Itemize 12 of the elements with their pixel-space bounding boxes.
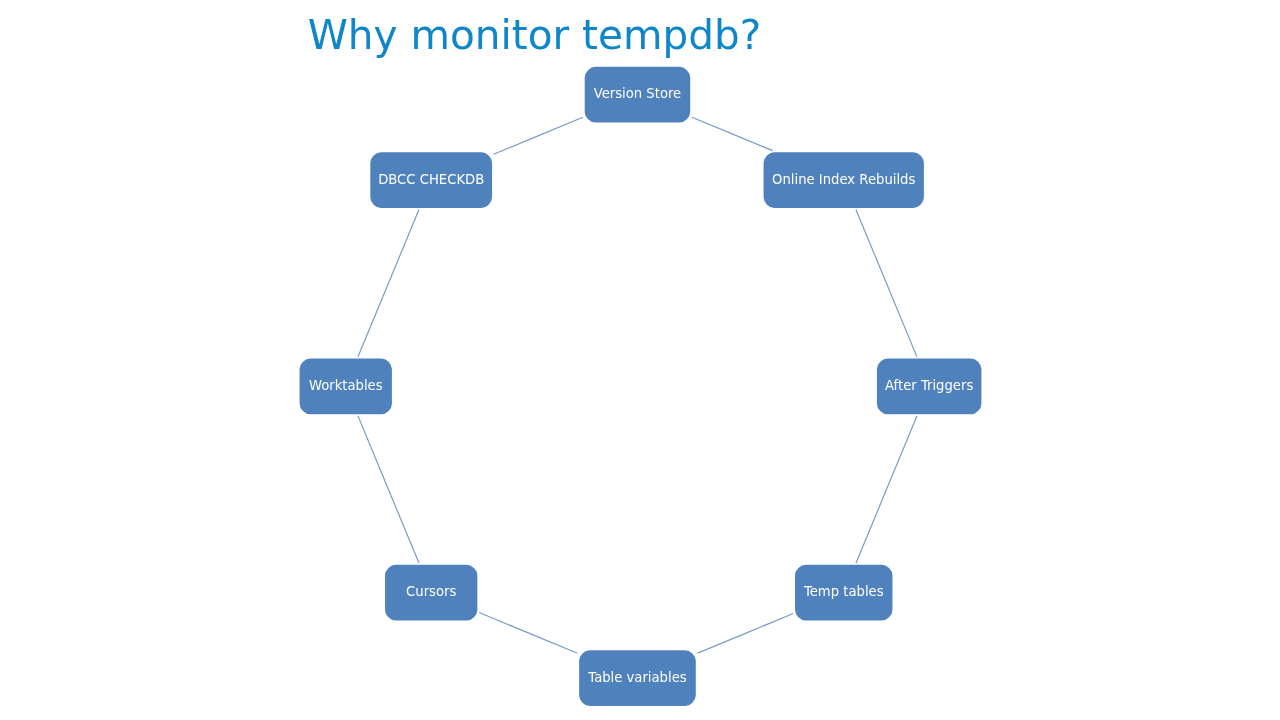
connector — [854, 415, 918, 564]
node-box: After Triggers — [873, 355, 984, 418]
connector — [478, 611, 578, 654]
connector — [356, 415, 420, 564]
connector — [690, 116, 773, 152]
connector — [356, 209, 420, 358]
node-box: Worktables — [296, 355, 395, 418]
diagram-title: Why monitor tempdb? — [307, 11, 761, 60]
connector — [854, 209, 918, 358]
connector — [696, 612, 794, 654]
connector — [492, 116, 583, 155]
node-box: Version Store — [581, 63, 693, 126]
